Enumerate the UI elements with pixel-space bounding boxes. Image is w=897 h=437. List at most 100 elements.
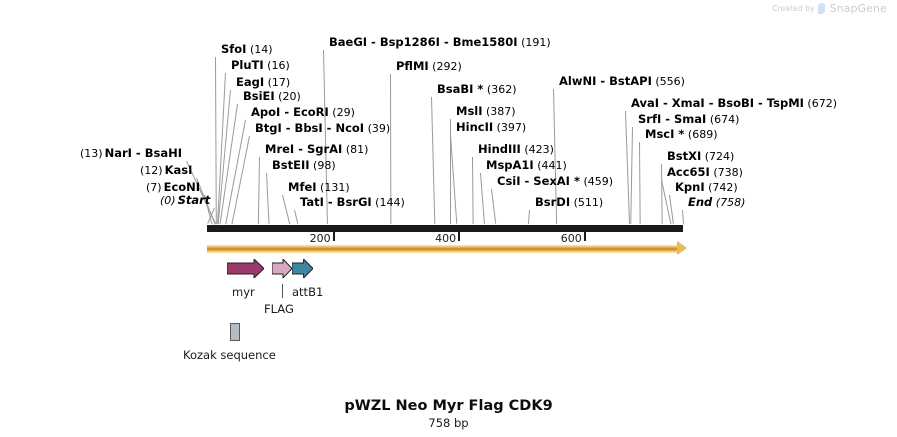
restriction-site-position: (387) xyxy=(482,105,516,118)
restriction-site-label[interactable]: BsrDI (511) xyxy=(535,195,604,210)
restriction-site-enzyme-names: AlwNI - BstAPI xyxy=(559,74,652,88)
restriction-site-position: (459) xyxy=(579,175,614,188)
feature-label-attb1: attB1 xyxy=(292,285,324,299)
restriction-site-enzyme-names: SfoI xyxy=(221,42,247,56)
restriction-site-label[interactable]: HindIII (423) xyxy=(478,142,554,157)
restriction-site-label[interactable]: CsiI - SexAI * (459) xyxy=(497,174,614,189)
restriction-site-label[interactable]: AlwNI - BstAPI (556) xyxy=(559,74,685,89)
ruler-tick-label: 600 xyxy=(560,232,582,245)
restriction-site-enzyme-names: MreI - SgrAI xyxy=(265,142,343,156)
restriction-site-label[interactable]: MfeI (131) xyxy=(288,180,350,195)
watermark-brand-text: SnapGene xyxy=(829,2,887,15)
restriction-site-label-group: (13)NarI - BsaHI(12)KasI(7)EcoNI(0)Start… xyxy=(0,0,897,215)
restriction-site-enzyme-names: AvaI - XmaI - BsoBI - TspMI xyxy=(631,96,804,110)
restriction-site-label[interactable]: SrfI - SmaI (674) xyxy=(638,112,740,127)
watermark-created-by-text: Created by xyxy=(772,4,815,13)
ruler-tick-label: 200 xyxy=(309,232,331,245)
page-title: pWZL Neo Myr Flag CDK9 xyxy=(344,398,553,414)
restriction-site-position: (511) xyxy=(570,196,604,209)
restriction-site-enzyme-names: SrfI - SmaI xyxy=(638,112,707,126)
restriction-site-label[interactable]: BsiEI (20) xyxy=(243,89,301,104)
forward-strand-arrow-body xyxy=(207,245,679,253)
restriction-site-label[interactable]: HincII (397) xyxy=(456,120,527,135)
restriction-site-label[interactable]: PflMI (292) xyxy=(396,59,462,74)
restriction-site-label[interactable]: (7)EcoNI xyxy=(146,180,201,195)
restriction-site-position: (39) xyxy=(364,122,391,135)
restriction-site-enzyme-names: MfeI xyxy=(288,180,317,194)
restriction-site-label[interactable]: ApoI - EcoRI (29) xyxy=(251,105,355,120)
feature-arrow-flag[interactable] xyxy=(272,259,292,278)
feature-arrow-myr[interactable] xyxy=(227,259,264,278)
kozak-sequence-box[interactable] xyxy=(230,323,240,341)
restriction-site-position: (672) xyxy=(803,97,838,110)
restriction-site-position: (0) xyxy=(160,194,176,207)
restriction-site-label[interactable]: KpnI (742) xyxy=(675,180,738,195)
restriction-site-label[interactable]: (0)Start xyxy=(160,193,211,208)
restriction-site-position: (17) xyxy=(264,76,291,89)
restriction-site-label[interactable]: Acc65I (738) xyxy=(667,165,743,180)
restriction-site-position: (13) xyxy=(80,147,103,160)
ruler-tick xyxy=(458,232,461,241)
restriction-site-label[interactable]: MspA1I (441) xyxy=(486,159,567,173)
restriction-site-label[interactable]: BstXI (724) xyxy=(667,149,735,164)
restriction-site-position: (397) xyxy=(493,121,527,134)
restriction-site-position: (724) xyxy=(701,150,735,163)
restriction-site-label[interactable]: (12)KasI xyxy=(140,163,193,178)
restriction-site-label[interactable]: SfoI (14) xyxy=(221,42,273,57)
restriction-site-enzyme-names: KpnI xyxy=(675,180,705,194)
restriction-site-position: (144) xyxy=(371,196,405,209)
restriction-site-enzyme-names: PflMI xyxy=(396,59,429,73)
restriction-site-label[interactable]: BstEII (98) xyxy=(272,159,336,173)
restriction-site-enzyme-names: Start xyxy=(177,193,211,207)
restriction-site-enzyme-names: HindIII xyxy=(478,142,521,156)
restriction-site-label[interactable]: MscI * (689) xyxy=(645,128,718,142)
restriction-site-enzyme-names: BsiEI xyxy=(243,89,275,103)
restriction-site-position: (423) xyxy=(520,143,554,156)
restriction-site-label[interactable]: BtgI - BbsI - NcoI (39) xyxy=(255,122,391,136)
restriction-site-enzyme-names: MslI xyxy=(456,104,483,118)
restriction-site-enzyme-names: BsrDI xyxy=(535,195,571,209)
restriction-site-enzyme-names: BaeGI - Bsp1286I - Bme1580I xyxy=(329,35,518,49)
restriction-site-position: (738) xyxy=(709,166,743,179)
restriction-site-enzyme-names: ApoI - EcoRI xyxy=(251,105,329,119)
feature-leader-line-flag xyxy=(282,284,283,298)
restriction-site-position: (742) xyxy=(704,181,738,194)
snapgene-watermark: Created by SnapGene xyxy=(772,2,887,15)
restriction-site-label[interactable]: BsaBI * (362) xyxy=(437,83,517,97)
restriction-site-position: (12) xyxy=(140,164,163,177)
restriction-site-label[interactable]: MslI (387) xyxy=(456,104,516,119)
kozak-sequence-label: Kozak sequence xyxy=(183,348,276,362)
forward-strand-arrow-head xyxy=(677,241,687,255)
restriction-site-position: (441) xyxy=(533,159,567,172)
restriction-site-enzyme-names: EcoNI xyxy=(163,180,201,194)
restriction-site-enzyme-names: End xyxy=(688,195,713,209)
restriction-site-position: (7) xyxy=(146,181,162,194)
restriction-site-enzyme-names: BstXI xyxy=(667,149,702,163)
restriction-site-position: (16) xyxy=(263,59,290,72)
restriction-site-position: (362) xyxy=(483,83,517,96)
restriction-site-position: (556) xyxy=(651,75,685,88)
restriction-site-label[interactable]: EagI (17) xyxy=(236,76,291,90)
restriction-site-label[interactable]: AvaI - XmaI - BsoBI - TspMI (672) xyxy=(631,96,838,111)
restriction-site-label[interactable]: PluTI (16) xyxy=(231,59,290,73)
restriction-site-enzyme-names: KasI xyxy=(164,163,193,177)
ruler-tick xyxy=(583,232,586,241)
restriction-site-label[interactable]: BaeGI - Bsp1286I - Bme1580I (191) xyxy=(329,35,551,50)
restriction-site-position: (758) xyxy=(712,196,746,209)
restriction-site-enzyme-names: HincII xyxy=(456,120,494,134)
restriction-site-position: (14) xyxy=(246,43,273,56)
restriction-site-position: (689) xyxy=(684,128,718,141)
restriction-site-label[interactable]: MreI - SgrAI (81) xyxy=(265,142,368,157)
feature-arrow-attb1[interactable] xyxy=(292,259,313,278)
restriction-site-position: (98) xyxy=(309,159,336,172)
sequence-backbone-bar xyxy=(207,225,683,232)
restriction-site-label[interactable]: TatI - BsrGI (144) xyxy=(300,196,405,210)
restriction-site-label[interactable]: End (758) xyxy=(688,195,746,210)
restriction-site-enzyme-names: Acc65I xyxy=(667,165,710,179)
restriction-site-position: (292) xyxy=(428,60,462,73)
restriction-site-position: (674) xyxy=(706,113,740,126)
restriction-site-enzyme-names: CsiI - SexAI * xyxy=(497,174,580,188)
sequence-length-subtitle: 758 bp xyxy=(428,416,469,430)
restriction-site-position: (29) xyxy=(328,106,355,119)
restriction-site-label[interactable]: (13)NarI - BsaHI xyxy=(80,147,182,161)
